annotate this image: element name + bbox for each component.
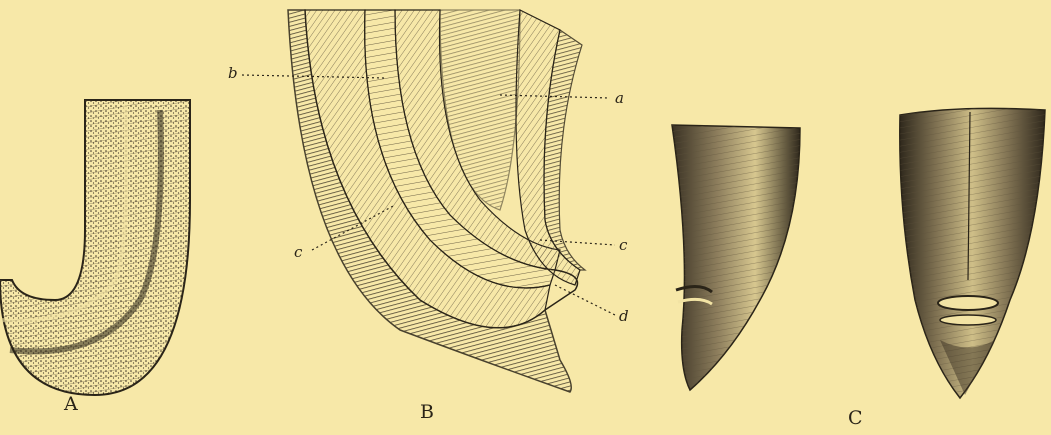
figure-c-label: C (848, 407, 863, 429)
figure-a-root-drawing (0, 100, 190, 395)
callout-b: b (228, 64, 238, 82)
callout-c-right: c (619, 236, 628, 254)
callout-d: d (619, 307, 629, 325)
figure-b-label: B (420, 401, 434, 423)
figure-c-front-view (900, 108, 1045, 398)
figure-a-label: A (63, 393, 78, 415)
callout-a: a (615, 89, 624, 107)
figure-b-section-drawing (288, 10, 585, 392)
callout-c-left: c (294, 243, 303, 261)
figure-c-side-view (672, 125, 800, 390)
